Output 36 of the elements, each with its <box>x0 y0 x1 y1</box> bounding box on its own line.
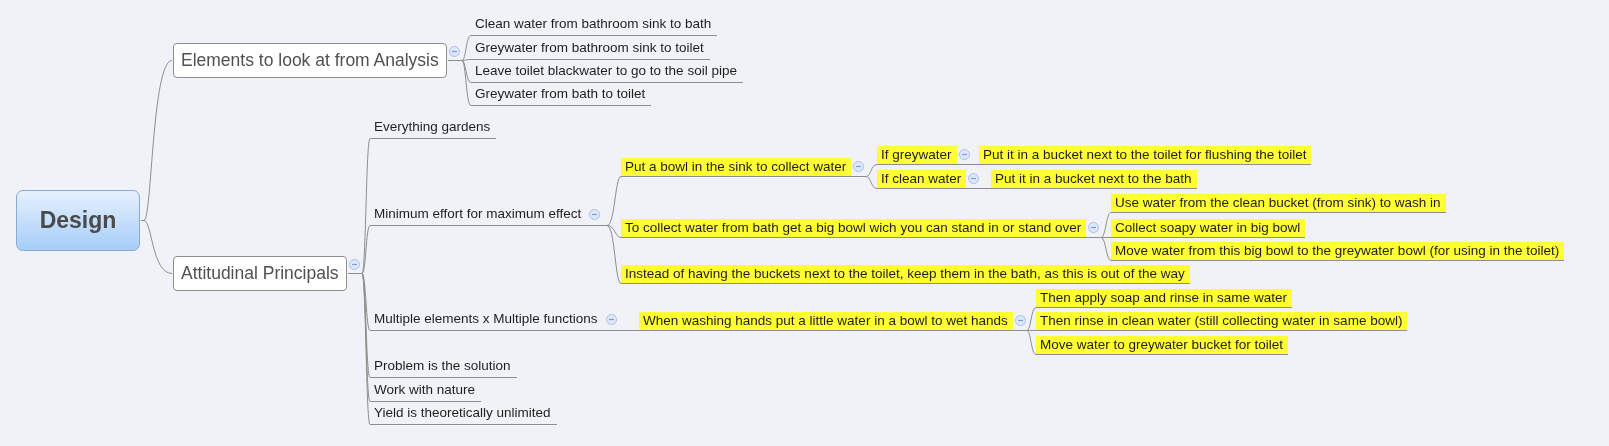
connector-line <box>1085 237 1112 261</box>
underlined-subtopic: Greywater from bathroom sink to toilet <box>471 37 710 60</box>
connector-line <box>850 176 878 189</box>
highlighted-subtopic: Then rinse in clean water (still collecting water in same bowl) <box>1036 312 1408 331</box>
highlighted-subtopic: Instead of having the buckets next to the toilet, keep them in the bath, as this is out of the way <box>621 265 1190 284</box>
underlined-subtopic: Problem is the solution <box>370 355 517 378</box>
underlined-subtopic: Everything gardens <box>370 116 497 139</box>
main-topic-box: Elements to look at from Analysis <box>173 43 447 78</box>
connector-line <box>347 273 371 425</box>
connector-line <box>603 330 640 331</box>
connector-line <box>447 60 472 106</box>
underlined-subtopic: Clean water from bathroom sink to bath <box>471 13 718 36</box>
underlined-subtopic: Leave toilet blackwater to go to the soil pipe <box>471 60 743 83</box>
highlighted-subtopic: Put a bowl in the sink to collect water <box>621 158 852 177</box>
highlighted-subtopic: Collect soapy water in big bowl <box>1111 219 1306 238</box>
underlined-subtopic: Yield is theoretically unlimited <box>370 402 557 425</box>
main-topic-box: Attitudinal Principals <box>173 256 347 291</box>
highlighted-subtopic: Use water from the clean bucket (from sink) to wash in <box>1111 194 1446 213</box>
highlighted-subtopic: Put it in a bucket next to the bath <box>991 170 1197 189</box>
central-topic-box: Design <box>16 190 140 251</box>
underlined-subtopic: Multiple elements x Multiple functions <box>370 308 604 331</box>
underlined-subtopic: Greywater from bath to toilet <box>471 83 652 106</box>
highlighted-subtopic: If clean water <box>877 170 967 189</box>
connector-line <box>956 164 980 165</box>
connector-line <box>586 225 622 284</box>
highlighted-subtopic: If greywater <box>877 146 957 165</box>
highlighted-subtopic: Put it in a bucket next to the toilet for flushing the toilet <box>979 146 1312 165</box>
underlined-subtopic: Work with nature <box>370 379 482 402</box>
highlighted-subtopic: Then apply soap and rinse in same water <box>1036 289 1292 308</box>
highlighted-subtopic: Move water to greywater bucket for toilet <box>1036 336 1289 355</box>
underlined-subtopic: Minimum effort for maximum effect <box>370 203 588 226</box>
connector-line <box>1012 330 1037 355</box>
connector-line <box>965 188 992 189</box>
highlighted-subtopic: To collect water from bath get a big bowl wich you can stand in or stand over <box>621 219 1087 238</box>
highlighted-subtopic: When washing hands put a little water in a bowl to wet hands <box>639 312 1013 331</box>
highlighted-subtopic: Move water from this big bowl to the greywater bowl (for using in the toilet) <box>1111 242 1565 261</box>
